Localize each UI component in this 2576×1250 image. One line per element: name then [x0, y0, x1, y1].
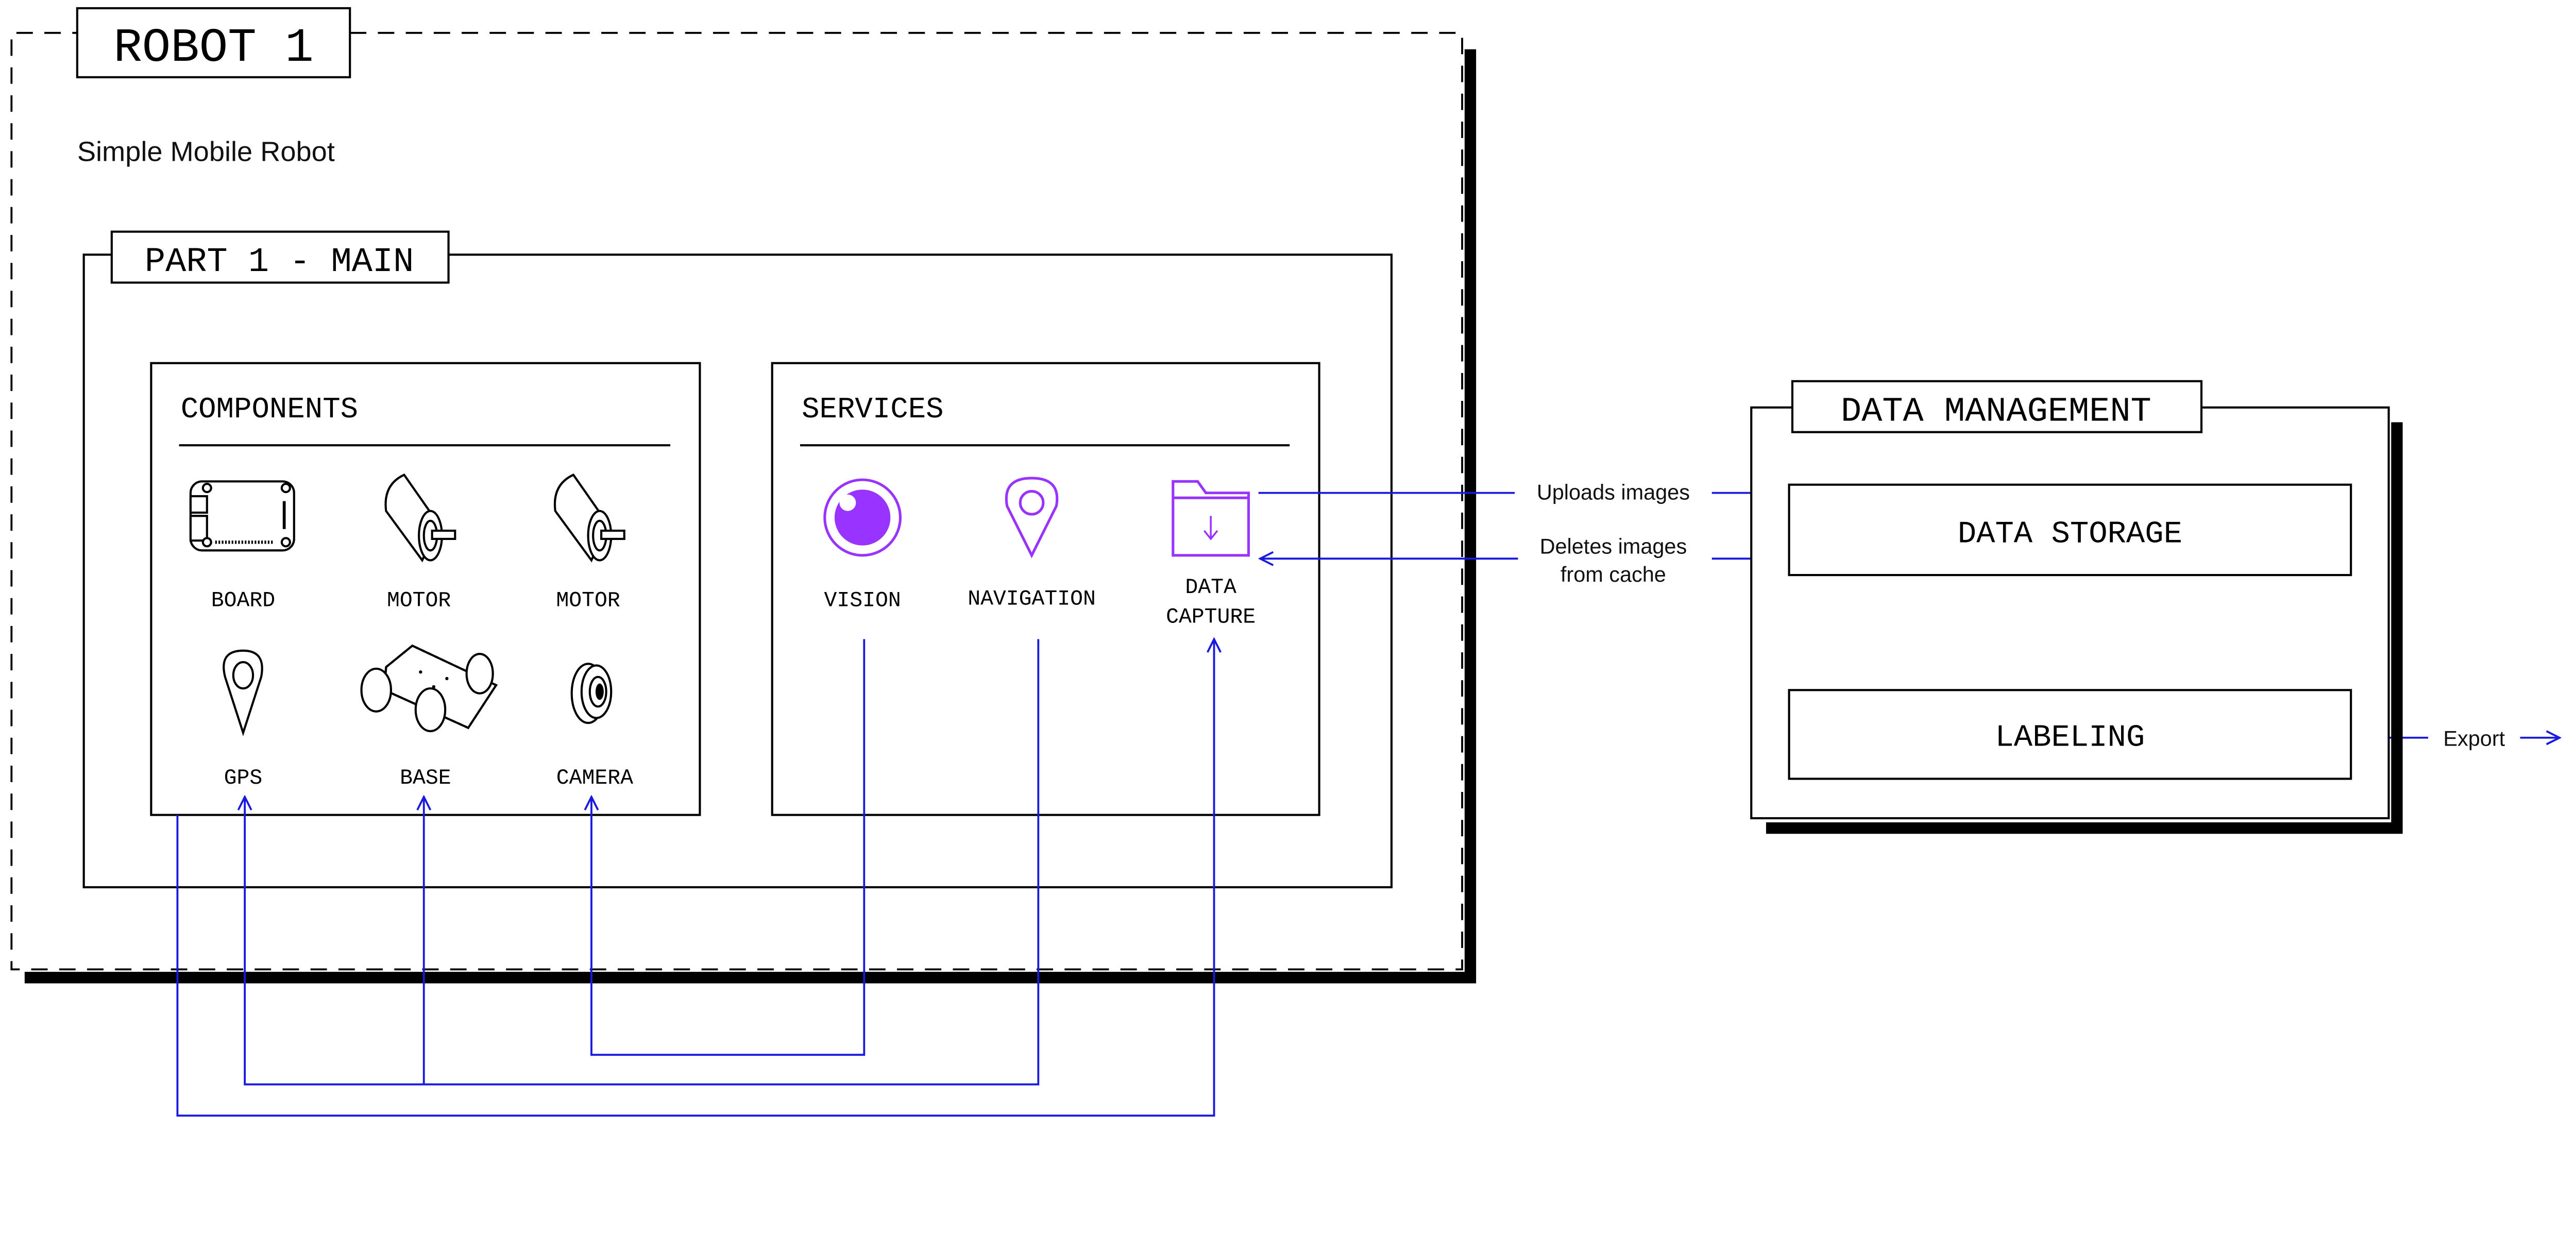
service-label-vision: VISION [824, 589, 901, 613]
part-title: PART 1 - MAIN [145, 243, 414, 282]
labeling-label: LABELING [1995, 721, 2145, 756]
vision-eye-icon [823, 478, 902, 557]
part-main: PART 1 - MAIN [82, 230, 1393, 889]
motor-icon [384, 473, 456, 563]
data-management: DATA MANAGEMENT DATA STORAGE LABELING [1750, 380, 2403, 834]
components-panel: COMPONENTS [150, 362, 701, 816]
component-label-gps: GPS [224, 766, 263, 790]
data-management-title-box [1791, 380, 2203, 433]
part-title-box [110, 230, 450, 284]
connectors: Uploads images Deletes images from cache… [176, 476, 2560, 1117]
part-box [82, 254, 1393, 889]
robot-frame-shadow [24, 49, 1477, 984]
components-box [150, 362, 701, 816]
services-box [771, 362, 1320, 816]
services-title: SERVICES [802, 393, 943, 427]
components-title: COMPONENTS [181, 393, 358, 427]
robot-frame: ROBOT 1 Simple Mobile Robot [10, 7, 1477, 984]
component-label-motor: MOTOR [387, 589, 451, 613]
navigation-pin-icon [1005, 477, 1059, 559]
base-icon [360, 644, 498, 733]
data-storage-label: DATA STORAGE [1958, 517, 2182, 552]
service-label-capture: CAPTURE [1166, 605, 1256, 630]
data-management-title: DATA MANAGEMENT [1841, 392, 2151, 431]
component-label-board: BOARD [211, 589, 275, 613]
robot-title: ROBOT 1 [113, 21, 313, 75]
camera-icon [570, 663, 613, 724]
data-capture-folder-icon [1172, 480, 1250, 557]
connector-vision-to-camera [591, 639, 866, 1056]
connector-navigation-to-gps [245, 639, 1040, 1086]
service-label-data: DATA [1185, 576, 1236, 600]
board-icon [189, 480, 295, 552]
component-label-motor: MOTOR [556, 589, 620, 613]
from-cache-label: from cache [1561, 562, 1666, 586]
connector-components-to-data-capture [176, 639, 1214, 1117]
export-label: Export [2443, 727, 2505, 751]
robot-subtitle: Simple Mobile Robot [77, 137, 335, 167]
gps-pin-icon [223, 649, 263, 736]
architecture-diagram: ROBOT 1 Simple Mobile Robot PART 1 - MAI… [10, 7, 2576, 1117]
motor-icon [553, 473, 625, 563]
services-panel: SERVICES VISION NAVIGATION DATA CAPTURE [771, 362, 1320, 816]
data-management-shadow [1766, 422, 2403, 834]
labeling-box[interactable] [1788, 689, 2352, 780]
deletes-images-label: Deletes images [1540, 534, 1687, 559]
uploads-images-label: Uploads images [1537, 480, 1690, 504]
component-label-camera: CAMERA [556, 766, 633, 790]
component-label-base: BASE [400, 766, 451, 790]
robot-frame-border [10, 31, 1463, 971]
data-storage-box[interactable] [1788, 483, 2352, 577]
robot-title-box [76, 7, 351, 78]
service-label-navigation: NAVIGATION [968, 587, 1096, 611]
